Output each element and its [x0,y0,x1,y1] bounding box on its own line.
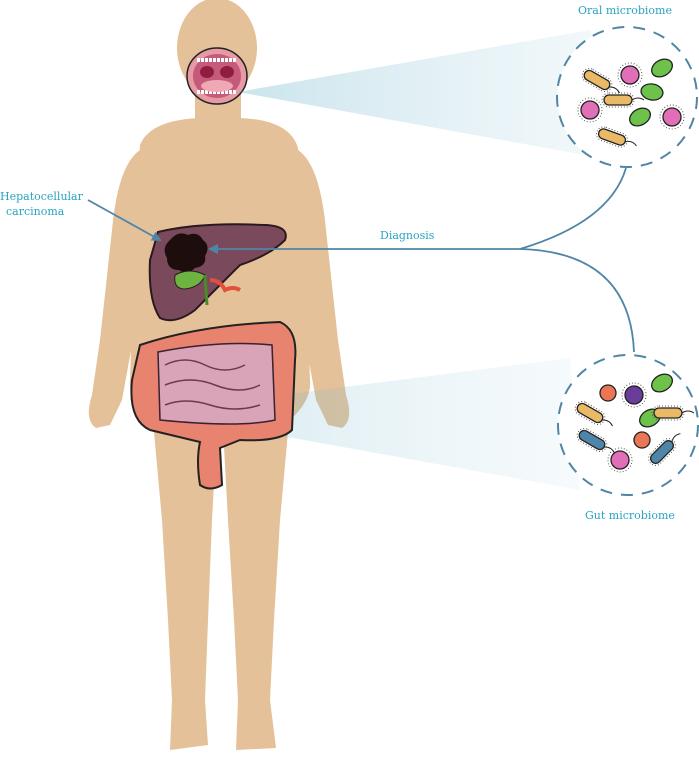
bacterium-oval-green [651,373,673,393]
diagnosis-label: Diagnosis [380,229,435,242]
hcc-label-line1: Hepatocellular [0,190,83,203]
bacterium-coccus-red [599,384,617,402]
oral-microbiome-label: Oral microbiome [578,4,672,17]
gut-beam [150,358,580,490]
bacterium-rod-orange [651,405,695,421]
gallbladder [174,270,206,290]
bacterium-oval-green [629,107,651,127]
hcc-label-line2: carcinoma [6,205,65,218]
bacterium-coccus-purple [621,382,647,408]
bacterium-coccus-pink [607,447,633,473]
bacterium-rod-orange [601,92,645,108]
bacterium-coccus-pink [617,62,643,88]
bacterium-coccus-pink [577,97,603,123]
bacterium-coccus-pink [659,104,685,130]
gut-microbiome-group [557,354,699,496]
small-intestine [157,342,276,425]
oral-connector [519,167,627,250]
tumor [164,233,208,273]
bacterium-oval-green [640,83,664,101]
gut-connector [519,248,635,353]
oral-microbiome-group [556,26,698,168]
hcc-arrow [87,199,162,241]
bacterium-rod-orange [596,126,637,148]
mouth-illustration [186,47,248,105]
bacterium-oval-green [651,58,673,78]
gut-microbiome-label: Gut microbiome [585,509,675,522]
bacterium-rod-orange [574,401,613,427]
intestines-illustration [130,320,297,490]
bacterium-coccus-red [633,431,651,449]
bacterium-rod-blue [576,428,615,454]
oral-beam [238,30,640,165]
